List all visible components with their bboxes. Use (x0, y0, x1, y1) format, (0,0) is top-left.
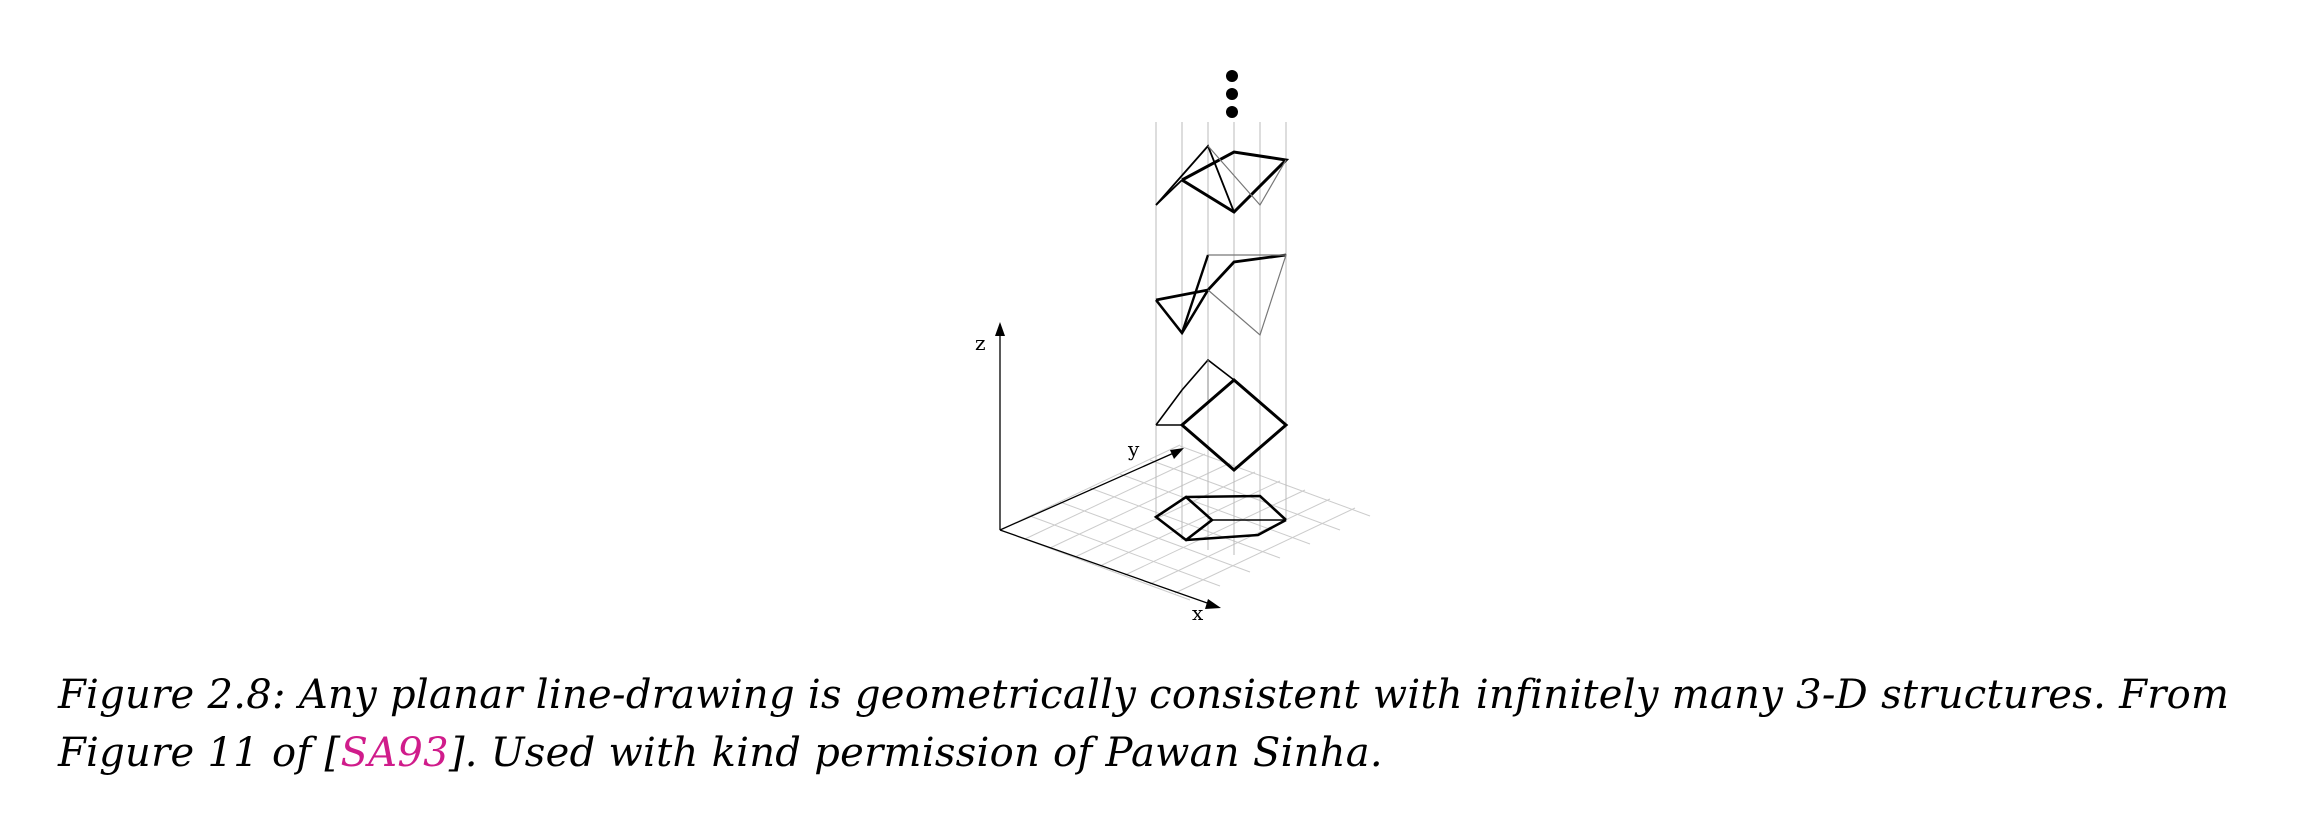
caption-text-part1: Figure 2.8: Any planar line-drawing is g… (58, 672, 2230, 776)
structure-2-zigzag (1154, 253, 1287, 337)
coordinate-axes (999, 332, 1211, 605)
figure-svg: z y x (975, 70, 1371, 625)
figure-caption: Figure 2.8: Any planar line-drawing is g… (58, 666, 2288, 782)
y-axis-label: y (1127, 437, 1140, 461)
ellipsis-dots (1226, 70, 1238, 118)
z-axis-label: z (975, 331, 986, 355)
sinha-3d-line-drawing-figure: z y x (960, 50, 1420, 630)
x-axis-label: x (1192, 601, 1204, 625)
axis-arrowheads (995, 322, 1221, 609)
caption-text-part2: ]. Used with kind permission of Pawan Si… (448, 730, 1383, 776)
structure-3-zigzag (1155, 144, 1290, 214)
planar-line-drawing (1153, 494, 1287, 542)
ground-grid (999, 444, 1371, 601)
structure-1-cube (1155, 358, 1289, 472)
reference-link-sa93[interactable]: SA93 (340, 730, 449, 776)
